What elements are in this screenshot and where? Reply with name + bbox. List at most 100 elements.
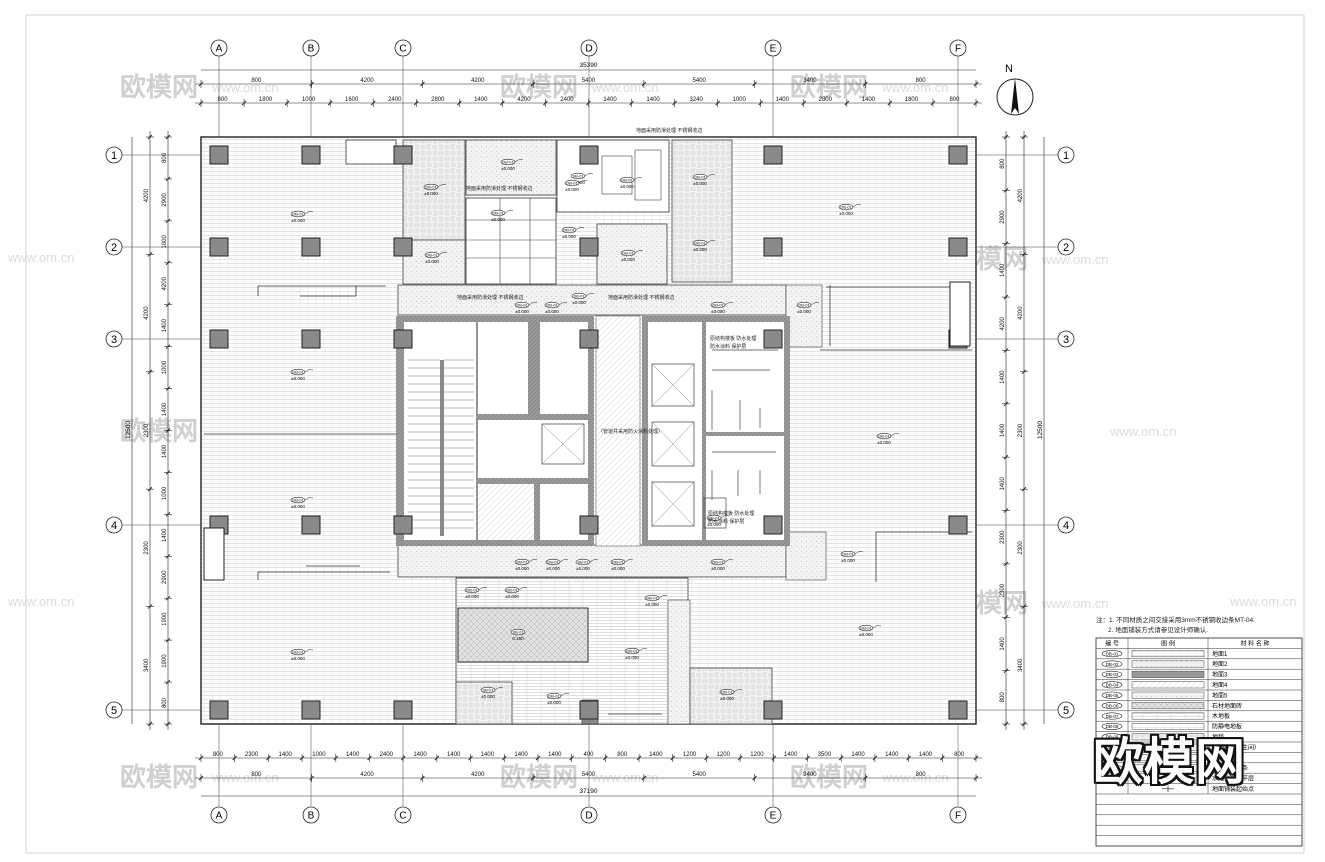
room-tag: DB-01±0.000: [692, 173, 716, 186]
column: [393, 145, 413, 165]
dim-left-tier1: 1000: [162, 486, 168, 500]
axis-label-column: D: [585, 44, 592, 55]
note-line-2: 2. 地面铺装方式请参见设计师确认.: [1108, 625, 1208, 634]
room-tag-level: ±0.000: [707, 522, 721, 527]
legend-swatch: [1131, 764, 1205, 772]
dim-right-tier2: 4200: [1018, 306, 1024, 320]
axis-bubble-row: [105, 516, 123, 534]
dim-left-tier1: 1400: [162, 444, 168, 458]
axis-bubble-row: [105, 146, 123, 164]
room-tag: DB-01±0.000: [290, 648, 314, 661]
legend-name: 地毯: [1212, 733, 1224, 741]
room-tag-code: DB-01: [425, 185, 437, 190]
room-tag: DB-01±0.000: [644, 594, 668, 607]
axis-label-row: 2: [111, 242, 117, 254]
legend-swatch: [1131, 702, 1205, 710]
room-tag: DB-01±0.000: [490, 209, 514, 222]
legend-swatch: [1131, 691, 1205, 699]
room-tag-level: ±0.000: [565, 187, 579, 192]
dim-top-tier2: 1000: [302, 97, 316, 103]
brand-logo: 欧模网: [1093, 733, 1246, 791]
note-line-1: 注：1. 不同材质之间交接采用3mm不锈钢收边条MT-04.: [1096, 615, 1255, 624]
room-tag-raised: SB-010.150: [510, 628, 526, 641]
column: [579, 145, 599, 165]
axis-label-row: 4: [111, 520, 117, 532]
legend-code: DB-06: [1106, 703, 1119, 708]
column-wing: [203, 527, 225, 581]
room-tag-level: ±0.000: [621, 257, 635, 262]
dim-top-tier1: 5400: [693, 78, 707, 84]
legend-code: DB-07: [1106, 714, 1119, 719]
room-tag: DB-01±0.000: [719, 688, 743, 701]
dim-overall-bottom: 37190: [579, 788, 597, 795]
room-tag-level: ±0.000: [291, 376, 305, 381]
dim-bottom-tier1: 1400: [548, 752, 562, 758]
axis-bubble-column: [764, 39, 782, 57]
dim-top-tier2: 1400: [603, 97, 617, 103]
column: [209, 237, 229, 257]
watermark-logo: 欧模网: [120, 72, 198, 102]
dim-bottom-tier1: 1400: [919, 752, 933, 758]
axis-label-column: D: [585, 811, 592, 822]
axis-label-column: A: [216, 44, 223, 55]
room-tag-code: DB-01: [566, 181, 578, 186]
axis-label-column: B: [308, 811, 315, 822]
room-tag: DB-01±0.000: [546, 692, 570, 705]
legend-name: 地面2: [1212, 660, 1228, 668]
axis-label-column: B: [308, 44, 315, 55]
dim-top-tier1: 3400: [803, 78, 817, 84]
column: [948, 700, 968, 720]
room-tag-level: ±0.000: [424, 191, 438, 196]
dim-right-tier1: 4200: [1000, 316, 1006, 330]
dim-bottom-tier1: 1000: [312, 752, 326, 758]
watermark-logo: 欧模网: [790, 762, 868, 792]
axis-label-row: 1: [1063, 150, 1069, 162]
annotation-shaft: （管道井采用防火涂料处理）: [598, 428, 663, 435]
room-tag: DB-01±0.000: [290, 368, 314, 381]
column: [763, 329, 783, 349]
legend-name: 地面1: [1212, 650, 1228, 658]
room-tag-code: DB-01: [612, 560, 624, 565]
room-tag-level: ±0.000: [693, 247, 707, 252]
dim-top-tier2: 1400: [862, 97, 876, 103]
column-wing: [949, 281, 971, 347]
dim-bottom-tier2: 3400: [803, 772, 817, 778]
room-tag: DB-01±0.000: [840, 550, 864, 563]
legend-name: 环氧地坪: [1212, 754, 1236, 762]
annotation-elev-c: 原结构楼板 防水处理: [708, 510, 754, 517]
dim-bottom-tier1: 3500: [818, 752, 832, 758]
room-tag-level: ±0.000: [711, 566, 725, 571]
dim-top-tier2: 800: [218, 97, 229, 103]
dim-bottom-tier1: 1400: [346, 752, 360, 758]
legend-row: DB-12 不锈钢收边条: [1101, 764, 1248, 772]
legend-name: 地面铺装起始点: [1212, 785, 1254, 793]
legend-swatch: [1131, 670, 1205, 678]
room-tag: DB-01±0.000: [500, 158, 524, 171]
column: [209, 700, 229, 720]
annotation-corridor-top: 地面采用防滑处理 不锈钢收边: [636, 127, 702, 134]
axis-label-row: 3: [1063, 334, 1069, 346]
legend-code: DB-12: [1106, 766, 1119, 771]
watermark-url: www.om.cn: [591, 770, 658, 785]
room-tag-level: ±0.000: [841, 558, 855, 563]
watermark-logo: 欧模网: [120, 762, 198, 792]
legend-name: 不锈钢收边条: [1212, 764, 1248, 772]
room-tag: DB-01±0.000: [514, 558, 538, 571]
room-tag-code: SB-01: [572, 174, 584, 179]
axis-label-row: 5: [111, 705, 117, 717]
room-tag-level: ±0.000: [576, 566, 590, 571]
dim-left-tier2: 3400: [144, 658, 150, 672]
room-tag-code: DB-01: [292, 212, 304, 217]
room-tag: SB-01±0.000: [480, 686, 504, 699]
dim-top-tier1: 4200: [360, 78, 374, 84]
dim-top-tier2: 1600: [345, 97, 359, 103]
dim-bottom-tier1: 1400: [649, 752, 663, 758]
room-tag-code: DB-01: [466, 588, 478, 593]
room-tag: DB-01±0.000: [564, 179, 588, 192]
